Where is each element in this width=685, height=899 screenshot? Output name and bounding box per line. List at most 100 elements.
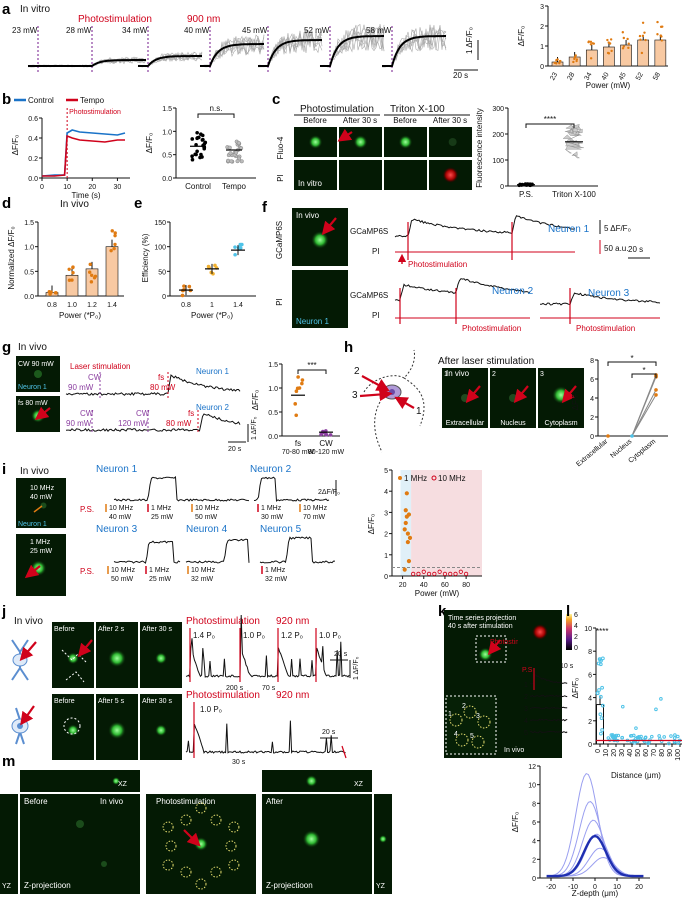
i-img1c: Neuron 1 xyxy=(18,521,47,528)
m-before: Before xyxy=(24,797,48,806)
l-point xyxy=(659,697,663,701)
a-point xyxy=(587,40,591,43)
i-point-1 xyxy=(458,569,463,574)
m-roi xyxy=(180,866,192,878)
i-xtick-label: 40 xyxy=(420,582,428,589)
l-bar xyxy=(596,704,604,745)
k-inset xyxy=(445,695,497,755)
f-scale2: 50 a.u. xyxy=(604,244,628,253)
a-power-label: 45 mW xyxy=(242,26,268,35)
d-point xyxy=(89,280,94,284)
j-trace-2 xyxy=(185,720,346,754)
k-cb-tick: 6 xyxy=(574,612,578,619)
k-stim: Photostimulation xyxy=(490,639,542,646)
g-point xyxy=(300,381,304,386)
h-img-num: 3 xyxy=(540,371,544,378)
i-img1a: 10 MHz xyxy=(30,485,55,492)
k-ps: P.S xyxy=(522,667,533,674)
i-neuron-label: Neuron 2 xyxy=(250,464,292,475)
f-scale1: 5 ΔF/F₀ xyxy=(604,224,631,233)
a-bar xyxy=(603,46,615,67)
m-roi xyxy=(195,878,207,890)
b-sc-point xyxy=(229,159,234,164)
l-point xyxy=(675,734,680,739)
i-trace-n5 xyxy=(259,536,335,564)
l-point-0 xyxy=(595,691,600,696)
g-ylabel: ΔF/F₀ xyxy=(251,390,260,411)
c-cat: Triton X-100 xyxy=(552,190,596,199)
d-point xyxy=(54,291,58,295)
b-sc-point xyxy=(199,132,203,137)
m-in-vivo: In vivo xyxy=(100,797,124,806)
b-sc-point xyxy=(239,159,244,164)
a-point xyxy=(572,60,575,64)
l-xtick-label: 50 xyxy=(635,749,642,757)
a-ytick-label: 0 xyxy=(540,64,544,71)
a-point xyxy=(556,58,559,61)
d-point xyxy=(88,262,92,267)
l-ytick-label: 10 xyxy=(584,626,592,633)
i-marker-b: 25 mW xyxy=(149,576,172,583)
b-sc-point xyxy=(234,150,239,155)
g-point xyxy=(324,432,329,437)
h-nucleus xyxy=(389,389,395,395)
j-power-label: 1.2 P₀ xyxy=(281,631,303,640)
j-outline-1 xyxy=(61,649,87,683)
g-cw1p: 90 mW xyxy=(68,383,94,392)
c-pi-image xyxy=(339,160,382,190)
b-sc-point xyxy=(199,152,203,157)
a-bar-cat: 45 xyxy=(618,71,628,81)
d-cat: 1.2 xyxy=(87,302,97,309)
h-img-label: Nucleus xyxy=(500,420,526,427)
b-sc-point xyxy=(227,145,232,150)
i-point-1 xyxy=(416,571,421,576)
i-legend1: 1 MHz xyxy=(404,474,427,483)
a-bar-xlabel: Power (mW) xyxy=(586,81,631,90)
h-arrow-2 xyxy=(361,375,390,392)
i-legend2: 10 MHz xyxy=(438,474,466,483)
b-legend-tempo: Tempo xyxy=(80,96,105,105)
i-point-0 xyxy=(403,520,408,526)
j-image-r0c2-cell xyxy=(155,652,167,665)
l-ytick-label: 4 xyxy=(588,696,592,703)
e-ytick-label: 100 xyxy=(154,245,166,252)
k-caption1: Time series projection within xyxy=(448,615,536,622)
d-point xyxy=(67,267,71,271)
i-legend-marker xyxy=(431,475,437,481)
m-zproj2: Z-projectioon xyxy=(266,881,313,890)
g-ytick-label: 1.5 xyxy=(268,362,278,369)
m-trial-curve xyxy=(546,801,644,877)
c-ylabel: Fluorescence intensity xyxy=(475,108,484,188)
d-ytick-label: 0.5 xyxy=(24,269,34,276)
a-power-label: 28 mW xyxy=(66,26,92,35)
i-xtick-label: 80 xyxy=(462,582,470,589)
i-ylabel: ΔF/F₀ xyxy=(367,514,376,535)
c-point xyxy=(565,142,581,147)
g-point xyxy=(293,402,298,406)
c-point xyxy=(566,124,574,129)
i-marker-a: 10 MHz xyxy=(111,567,136,574)
d-title: In vivo xyxy=(60,199,89,210)
i-marker-b: 50 mW xyxy=(111,576,134,583)
m-roi xyxy=(210,814,222,826)
d-ytick-label: 1.0 xyxy=(24,245,34,252)
b-legend-control: Control xyxy=(28,96,54,105)
h-ylabel: ΔF/F₀ xyxy=(571,390,580,411)
m-roi xyxy=(180,814,192,826)
l-ytick-label: 2 xyxy=(588,719,592,726)
f-trace1-label: GCaMP6S xyxy=(350,227,388,236)
l-point-0 xyxy=(599,716,604,721)
panel-label-f: f xyxy=(262,199,268,216)
m-photo: Photostimulation xyxy=(156,797,215,806)
g-img1b: Neuron 1 xyxy=(18,384,47,391)
h-title: After laser stimulation xyxy=(438,356,534,367)
g-scale-y-label: 1 ΔF/F₀ xyxy=(251,416,258,440)
k-roi-label: 2 xyxy=(462,703,466,710)
b-sc-point xyxy=(194,152,198,157)
j-arrow-2 xyxy=(20,705,35,726)
l-point-0 xyxy=(600,728,605,732)
g-cat-sub: 70-80 mW xyxy=(282,449,315,456)
a-bar-cat: 34 xyxy=(584,71,594,81)
